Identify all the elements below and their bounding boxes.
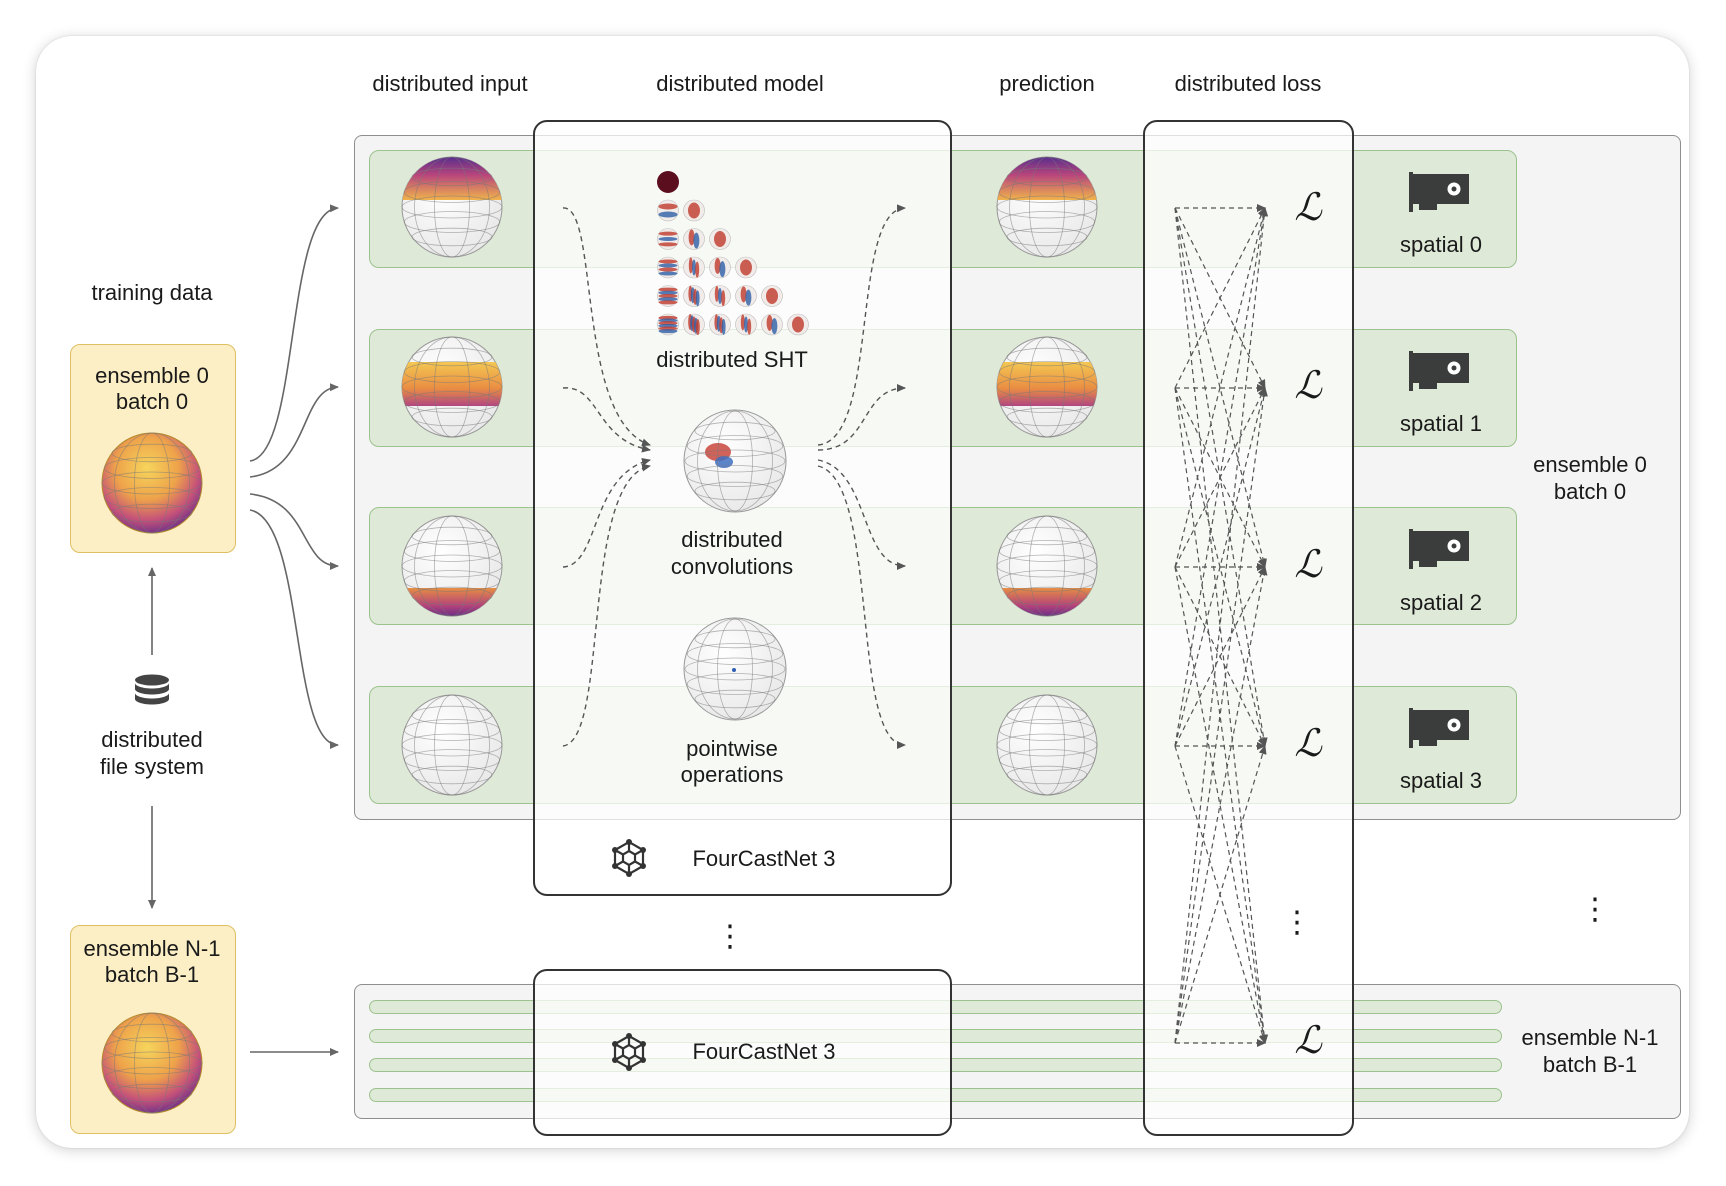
spatial-label-2: spatial 2 [1400, 590, 1482, 615]
groupN-line1: ensemble N-1 [1521, 1025, 1659, 1050]
conv-line1: distributed [681, 527, 783, 552]
gpu-icon [1409, 351, 1469, 391]
groupN-line2: batch B-1 [1542, 1052, 1638, 1077]
ellipsis-loss: ⋮ [1282, 906, 1312, 939]
fanout-arrow-2 [249, 493, 339, 570]
network-icon [612, 1033, 646, 1071]
spatial-label-1: spatial 1 [1400, 411, 1482, 436]
conv-line2: convolutions [670, 554, 794, 579]
pointwise-line2: operations [680, 762, 784, 787]
gpu-icon [1409, 529, 1469, 569]
loss-symbol-0: ℒ [1294, 185, 1322, 229]
header-distributed-input: distributed input [372, 71, 528, 96]
globe-icon [401, 156, 503, 258]
globe-icon [401, 515, 503, 617]
group0-line2: batch 0 [1553, 479, 1627, 504]
header-distributed-model: distributed model [656, 71, 824, 96]
spatial-label-0: spatial 0 [1400, 232, 1482, 257]
ellipsis-model: ⋮ [715, 920, 745, 953]
model-box-bottom [533, 969, 952, 1136]
spatial-label-3: spatial 3 [1400, 768, 1482, 793]
model-name-top: FourCastNet 3 [692, 846, 836, 871]
fanout-arrow-1 [249, 383, 339, 478]
globe-icon [101, 1012, 203, 1114]
globe-icon [996, 515, 1098, 617]
batch-bottom-line1: ensemble N-1 [83, 936, 221, 961]
batch-bottom-line2: batch B-1 [104, 962, 200, 987]
globe-icon [683, 409, 787, 513]
loss-box [1143, 120, 1354, 1136]
loss-symbol-1: ℒ [1294, 363, 1322, 407]
gpu-icon [1409, 172, 1469, 212]
batch-top-line1: ensemble 0 [95, 363, 209, 388]
group0-line1: ensemble 0 [1533, 452, 1647, 477]
globe-icon [401, 336, 503, 438]
globe-icon [101, 432, 203, 534]
database-icon [135, 674, 169, 705]
globe-icon [683, 617, 787, 721]
file-system-line2: file system [100, 754, 204, 779]
network-icon [612, 839, 646, 877]
sht-label: distributed SHT [656, 347, 808, 372]
gpu-icon [1409, 708, 1469, 748]
loss-symbol-n: ℒ [1294, 1018, 1322, 1062]
model-name-bottom: FourCastNet 3 [692, 1039, 836, 1064]
fanout-arrow-0 [249, 204, 339, 462]
pointwise-line1: pointwise [686, 736, 778, 761]
globe-icon [401, 694, 503, 796]
loss-symbol-3: ℒ [1294, 721, 1322, 765]
loss-connections [1174, 204, 1269, 1047]
ellipsis-right: ⋮ [1580, 893, 1610, 926]
file-system-line1: distributed [101, 727, 203, 752]
sht-pyramid [657, 171, 809, 336]
header-prediction: prediction [999, 71, 1095, 96]
globe-icon [996, 694, 1098, 796]
globe-icon [996, 156, 1098, 258]
header-distributed-loss: distributed loss [1174, 71, 1322, 96]
fanout-arrow-3 [249, 509, 339, 749]
batch-top-line2: batch 0 [115, 389, 189, 414]
training-data-label: training data [91, 280, 213, 305]
loss-symbol-2: ℒ [1294, 542, 1322, 586]
globe-icon [996, 336, 1098, 438]
